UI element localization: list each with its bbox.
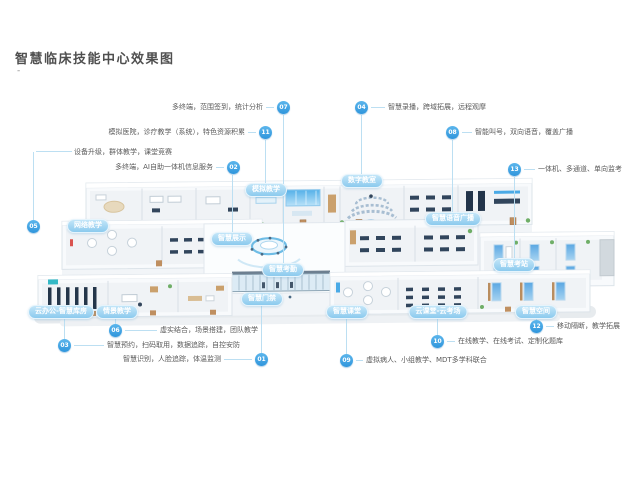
callout-10: 10 在线教学、在线考试、定制化题库 [431, 335, 563, 348]
room-label-smart-exhibition: 智慧展示 [211, 232, 253, 246]
callout-number: 11 [259, 126, 272, 139]
callout-dash [248, 132, 256, 133]
connector-09 [346, 317, 347, 355]
callout-text: 虚实结合，场景搭建，团队教学 [160, 326, 258, 334]
callout-text: 智能叫号，双向语音，覆盖广播 [475, 128, 573, 136]
callout-dash [224, 359, 252, 360]
connector-11 [265, 140, 266, 185]
callout-text: 移动隔断，教学拓展 [557, 322, 620, 330]
callout-text: 多终端，AI自助一体机信息服务 [115, 163, 213, 171]
annex-block [599, 239, 615, 277]
room-label-smart-space: 智慧空间 [515, 305, 557, 319]
middle-right-wing [344, 218, 479, 267]
connector-01 [261, 305, 262, 354]
callout-08: 08 智能叫号，双向语音，覆盖广播 [446, 126, 573, 139]
callout-text: 智慧预约，扫码取用，数据追踪，自控安防 [107, 341, 240, 349]
callout-11: 模拟医院，诊疗教学（系统），特色资源积累 11 [108, 126, 272, 139]
connector-05-v [33, 152, 34, 220]
callout-number: 02 [227, 161, 240, 174]
callout-13: 13 一体机、多通道、单向监考 [508, 163, 622, 176]
callout-text: 模拟医院，诊疗教学（系统），特色资源积累 [108, 128, 246, 136]
callout-06: 06 虚实结合，场景搭建，团队教学 [109, 324, 258, 337]
room-label-cloud-office-storeroom: 云办公-智慧库房 [28, 305, 94, 319]
connector-08 [452, 140, 453, 214]
callout-number: 03 [58, 339, 71, 352]
callout-12: 12 移动隔断，教学拓展 [530, 320, 620, 333]
office-desks [410, 195, 451, 212]
callout-text: 多终端，范围签到，统计分析 [172, 103, 263, 111]
callout-dash [524, 169, 535, 170]
callout-dash [371, 107, 385, 108]
callout-dash [356, 360, 363, 361]
callout-05: 05 [27, 220, 40, 233]
connector-13 [514, 177, 515, 260]
callout-04: 04 智慧录播，跨域拓展，远程观摩 [355, 101, 486, 114]
title-mark: - [17, 66, 21, 76]
connector-06 [115, 317, 116, 325]
front-right-wing [329, 269, 591, 316]
media-wall-screen [285, 189, 321, 207]
callout-number: 07 [277, 101, 290, 114]
room-label-digital-classroom: 数字教室 [341, 174, 383, 188]
connector-03 [64, 317, 65, 340]
callout-text: 智慧识别，人脸追踪，体温监测 [123, 355, 221, 363]
callout-07: 多终端，范围签到，统计分析 07 [172, 101, 290, 114]
callout-dash [74, 345, 104, 346]
callout-number: 10 [431, 335, 444, 348]
callout-05-text: 设备升级，群体教学，课堂竞赛 [74, 148, 172, 156]
callout-dash [216, 167, 224, 168]
callout-03: 03 智慧预约，扫码取用，数据追踪，自控安防 [58, 339, 240, 352]
callout-number: 12 [530, 320, 543, 333]
callout-text: 在线教学、在线考试、定制化题库 [458, 337, 563, 345]
room-label-smart-exam-station: 智慧考站 [493, 258, 535, 272]
callout-dash [462, 132, 472, 133]
callout-text: 智慧录播，跨域拓展，远程观摩 [388, 103, 486, 111]
callout-dash [266, 107, 274, 108]
back-wing [85, 177, 533, 230]
room-label-scenario-teaching: 情景教学 [96, 305, 138, 319]
connector-02 [232, 175, 233, 234]
room-label-smart-access-gate: 智慧门禁 [241, 292, 283, 306]
storage-racks [48, 286, 97, 310]
callout-number: 09 [340, 354, 353, 367]
connector-04 [361, 115, 362, 176]
callout-dash [546, 326, 554, 327]
room-label-smart-attendance: 智慧考勤 [262, 263, 304, 277]
callout-number: 08 [446, 126, 459, 139]
connector-05-h [36, 151, 72, 152]
room-label-smart-classroom: 智慧课堂 [326, 305, 368, 319]
callout-number: 13 [508, 163, 521, 176]
callout-text: 虚拟病人、小组教学、MDT多学科联合 [366, 356, 487, 364]
callout-number: 04 [355, 101, 368, 114]
connector-10 [437, 317, 438, 336]
room-label-simulation-teaching: 模拟教学 [245, 183, 287, 197]
callout-dash [125, 330, 157, 331]
room-label-network-teaching: 网络教学 [67, 219, 109, 233]
callout-09: 09 虚拟病人、小组教学、MDT多学科联合 [340, 354, 487, 367]
lecture-hall [346, 196, 398, 220]
callout-text: 一体机、多通道、单向监考 [538, 165, 622, 173]
callout-number: 06 [109, 324, 122, 337]
room-label-cloud-classroom-exam: 云课堂-云考场 [408, 305, 468, 319]
page-title: 智慧临床技能中心效果图 [15, 52, 175, 67]
sim-or-table [103, 200, 125, 213]
callout-01: 智慧识别，人脸追踪，体温监测 01 [123, 353, 268, 366]
callout-02: 多终端，AI自助一体机信息服务 02 [115, 161, 240, 174]
callout-dash [447, 341, 455, 342]
callout-number: 01 [255, 353, 268, 366]
room-label-smart-voice-broadcast: 智慧语音广播 [425, 212, 481, 226]
